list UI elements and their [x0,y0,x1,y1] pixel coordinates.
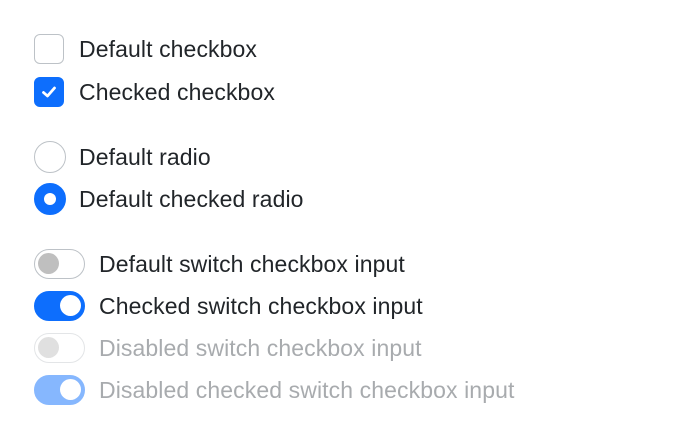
switch-knob [60,379,81,400]
checked-checkbox-label[interactable]: Checked checkbox [79,79,275,105]
switch-knob [38,337,59,358]
checked-checkbox-row[interactable]: Checked checkbox [34,75,275,109]
switch-knob [38,253,59,274]
default-radio-row[interactable]: Default radio [34,140,211,174]
disabled-checked-switch [34,375,85,405]
disabled-switch [34,333,85,363]
default-switch-row[interactable]: Default switch checkbox input [34,247,405,281]
checked-radio-row[interactable]: Default checked radio [34,182,304,216]
checkmark-icon [42,86,56,98]
disabled-switch-row: Disabled switch checkbox input [34,331,422,365]
default-radio[interactable] [34,141,66,173]
checked-radio-label[interactable]: Default checked radio [79,186,304,212]
checked-switch[interactable] [34,291,85,321]
switch-knob [60,295,81,316]
checked-switch-row[interactable]: Checked switch checkbox input [34,289,423,323]
default-switch[interactable] [34,249,85,279]
default-checkbox[interactable] [34,34,64,64]
default-switch-label[interactable]: Default switch checkbox input [99,251,405,277]
default-radio-label[interactable]: Default radio [79,144,211,170]
checked-radio[interactable] [34,183,66,215]
disabled-checked-switch-label: Disabled checked switch checkbox input [99,377,515,403]
checked-checkbox[interactable] [34,77,64,107]
default-checkbox-row[interactable]: Default checkbox [34,32,257,66]
disabled-checked-switch-row: Disabled checked switch checkbox input [34,373,514,407]
default-checkbox-label[interactable]: Default checkbox [79,36,258,62]
disabled-switch-label: Disabled switch checkbox input [99,335,422,361]
checked-switch-label[interactable]: Checked switch checkbox input [99,293,423,319]
